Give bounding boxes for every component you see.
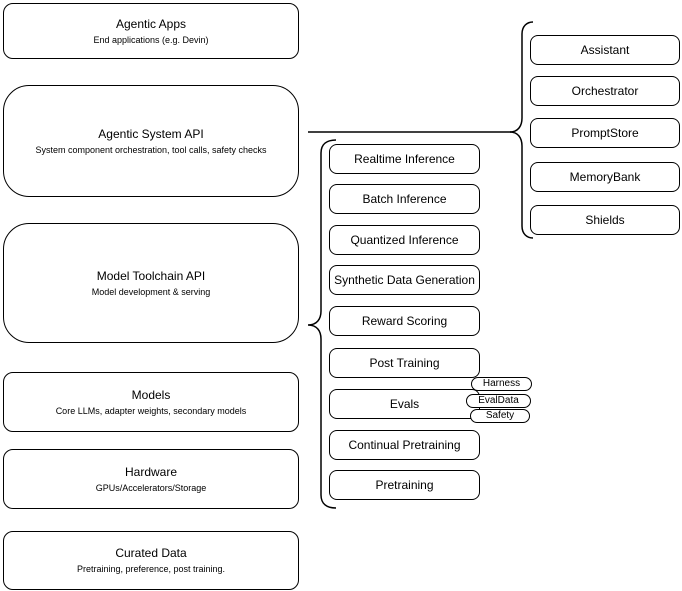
service-label: Continual Pretraining <box>348 438 461 452</box>
box-subtitle: Model development & serving <box>91 286 211 297</box>
eval-tag-label: EvalData <box>478 395 519 406</box>
box-hardware: Hardware GPUs/Accelerators/Storage <box>3 449 299 509</box>
brace-system-components <box>509 21 534 239</box>
box-title: Models <box>131 387 171 402</box>
component-label: Shields <box>585 213 625 227</box>
eval-tag-label: Safety <box>485 410 515 421</box>
service-box-evals: Evals <box>329 389 480 419</box>
box-agentic-system-api: Agentic System API System component orch… <box>3 85 299 197</box>
service-box-reward-scoring: Reward Scoring <box>329 306 480 336</box>
service-box-quantized-inference: Quantized Inference <box>329 225 480 255</box>
service-label: Batch Inference <box>362 192 447 206</box>
box-curated-data: Curated Data Pretraining, preference, po… <box>3 531 299 590</box>
service-label: Reward Scoring <box>361 314 448 328</box>
box-model-toolchain-api: Model Toolchain API Model development & … <box>3 223 299 343</box>
box-subtitle: System component orchestration, tool cal… <box>35 144 267 155</box>
component-box-orchestrator: Orchestrator <box>530 76 680 106</box>
service-label: Realtime Inference <box>354 152 455 166</box>
box-title: Agentic System API <box>98 126 204 141</box>
component-box-shields: Shields <box>530 205 680 235</box>
service-box-continual-pretraining: Continual Pretraining <box>329 430 480 460</box>
component-label: MemoryBank <box>569 170 641 184</box>
box-title: Hardware <box>124 464 178 479</box>
service-box-batch-inference: Batch Inference <box>329 184 480 214</box>
component-label: Assistant <box>580 43 630 57</box>
box-agentic-apps: Agentic Apps End applications (e.g. Devi… <box>3 3 299 59</box>
service-label: Pretraining <box>375 478 434 492</box>
eval-tag-harness: Harness <box>471 377 532 391</box>
eval-tag-label: Harness <box>482 378 521 389</box>
box-subtitle: End applications (e.g. Devin) <box>93 34 209 45</box>
box-models: Models Core LLMs, adapter weights, secon… <box>3 372 299 432</box>
component-box-assistant: Assistant <box>530 35 680 65</box>
box-subtitle: GPUs/Accelerators/Storage <box>95 482 207 493</box>
service-box-post-training: Post Training <box>329 348 480 378</box>
component-box-promptstore: PromptStore <box>530 118 680 148</box>
eval-tag-safety: Safety <box>470 409 530 423</box>
component-label: PromptStore <box>571 126 639 140</box>
box-title: Curated Data <box>115 546 187 560</box>
service-label: Evals <box>389 397 420 411</box>
service-label: Post Training <box>369 356 440 370</box>
service-label: Synthetic Data Generation <box>334 273 475 287</box>
box-title: Agentic Apps <box>115 16 187 31</box>
service-box-pretraining: Pretraining <box>329 470 480 500</box>
box-subtitle: Core LLMs, adapter weights, secondary mo… <box>55 405 247 416</box>
box-subtitle: Pretraining, preference, post training. <box>76 564 226 574</box>
service-box-synthetic-data-generation: Synthetic Data Generation <box>329 265 480 295</box>
component-label: Orchestrator <box>571 84 639 98</box>
eval-tag-evaldata: EvalData <box>466 394 531 408</box>
component-box-memorybank: MemoryBank <box>530 162 680 192</box>
service-label: Quantized Inference <box>350 233 459 247</box>
box-title: Model Toolchain API <box>96 268 206 283</box>
service-box-realtime-inference: Realtime Inference <box>329 144 480 174</box>
brace-toolchain-services <box>307 139 337 509</box>
